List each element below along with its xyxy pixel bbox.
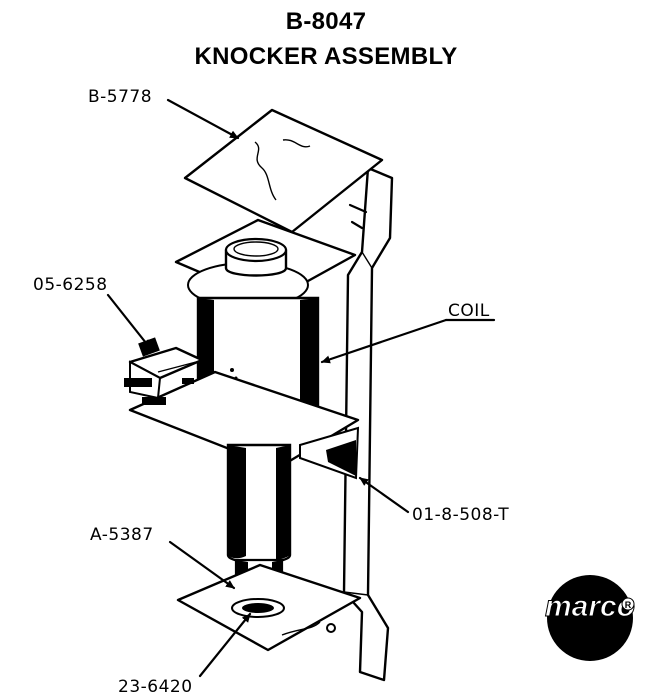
- plunger-sleeve: [226, 443, 292, 564]
- callout-arrow-switch: [106, 293, 152, 350]
- part-number-title: B-8047: [285, 8, 367, 35]
- coil-cap: [224, 237, 288, 277]
- mounting-bracket: [342, 166, 394, 682]
- marco-logo-text: marco: [545, 590, 635, 623]
- marco-logo: marco R: [544, 575, 636, 661]
- callout-arrow-tip: [198, 612, 252, 678]
- callout-label-bracket: 01-8-508-T: [412, 505, 509, 525]
- callout-label-switch: 05-6258: [33, 275, 108, 295]
- callout-arrow-top-plate: [166, 98, 240, 140]
- callout-label-tip: 23-6420: [118, 677, 193, 697]
- switch: [124, 337, 204, 405]
- top-plate: [183, 108, 384, 234]
- callout-label-coil: COIL: [448, 301, 490, 321]
- callout-label-plunger: A-5387: [90, 525, 154, 545]
- callout-arrow-bracket: [358, 476, 410, 514]
- trademark-symbol: R: [625, 600, 632, 610]
- callout-arrow-plunger: [168, 540, 236, 590]
- callout-arrow-coil: [320, 318, 448, 364]
- bottom-plate: [176, 563, 362, 652]
- assembly-title: KNOCKER ASSEMBLY: [194, 43, 458, 70]
- callout-label-top-plate: B-5778: [88, 87, 152, 107]
